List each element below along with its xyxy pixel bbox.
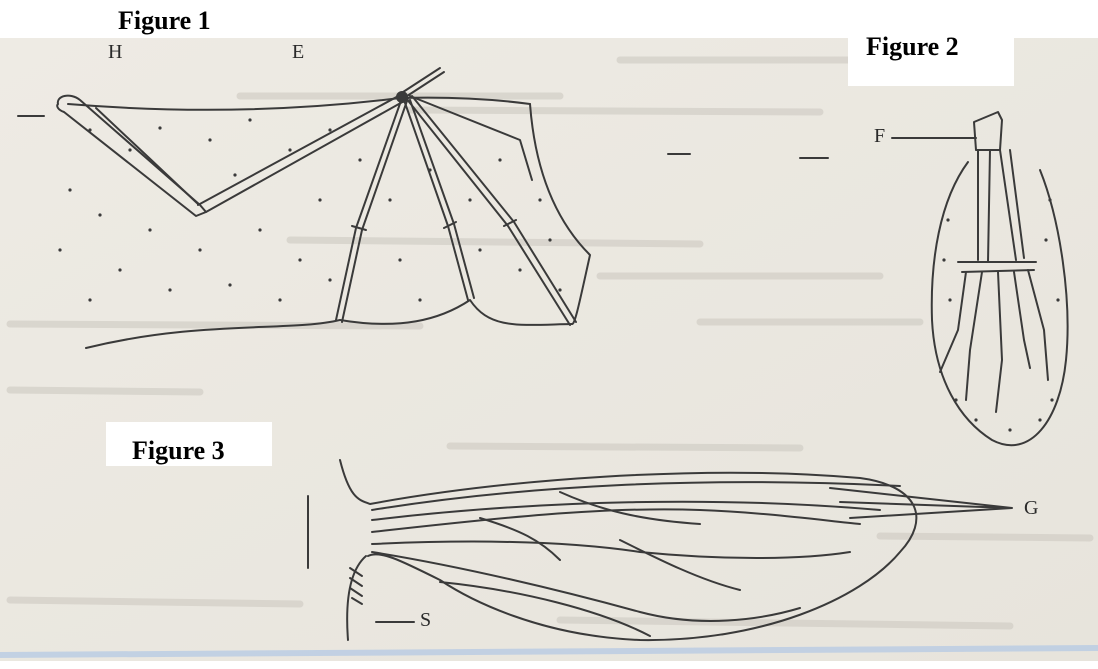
label-f: F — [874, 126, 885, 146]
figure2-title: Figure 2 — [866, 34, 959, 60]
label-g: G — [1024, 498, 1038, 518]
label-h: H — [108, 42, 122, 62]
figure1-title: Figure 1 — [118, 8, 211, 34]
label-s: S — [420, 610, 431, 630]
paper-background — [0, 38, 1098, 661]
figure3-title: Figure 3 — [132, 438, 225, 464]
label-e: E — [292, 42, 304, 62]
